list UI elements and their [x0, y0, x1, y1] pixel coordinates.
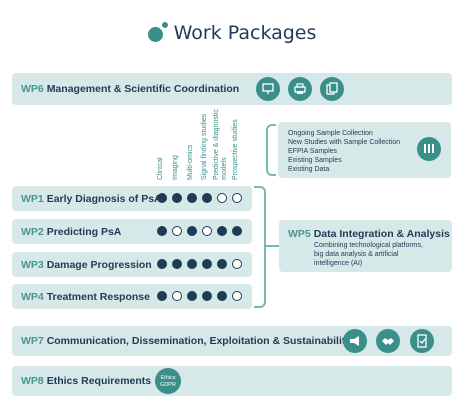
- column-imaging: Imaging: [172, 155, 179, 180]
- samples-bracket: [266, 124, 276, 176]
- wp5-box: WP5 Data Integration & Analysis Combinin…: [279, 220, 452, 272]
- documents-icon: [320, 77, 344, 101]
- wp2-label: WP2 Predicting PsA: [21, 226, 121, 238]
- wp8-label: WP8 Ethics Requirements: [21, 375, 151, 387]
- indicator-dot-filled: [202, 259, 212, 269]
- wp5-desc-line-2: big data analysis & artificial: [314, 251, 399, 258]
- wp5-name: Data Integration & Analysis: [313, 228, 450, 240]
- indicator-dot-filled: [172, 259, 182, 269]
- indicator-dot-filled: [217, 226, 227, 236]
- indicator-dot-empty: [232, 259, 242, 269]
- column-clinical: Clinical: [157, 157, 164, 180]
- indicator-dot-filled: [157, 193, 167, 203]
- page-title-text: Work Packages: [173, 22, 317, 44]
- sample-item-efpia: EFPIA Samples: [288, 148, 338, 155]
- indicator-dot-filled: [217, 259, 227, 269]
- wp7-label: WP7 Communication, Dissemination, Exploi…: [21, 335, 351, 347]
- sample-item-new-studies: New Studies with Sample Collection: [288, 139, 401, 146]
- wp3-name: Damage Progression: [46, 259, 152, 271]
- indicator-dot-empty: [172, 291, 182, 301]
- samples-list: Ongoing Sample Collection New Studies wi…: [288, 129, 400, 174]
- indicator-dot-filled: [157, 259, 167, 269]
- wp3-bar: WP3 Damage Progression: [12, 252, 252, 277]
- indicator-dot-filled: [157, 291, 167, 301]
- wp3-code: WP3: [21, 259, 44, 271]
- wp5-label: WP5 Data Integration & Analysis: [288, 228, 450, 240]
- wp6-bar: WP6 Management & Scientific Coordination: [12, 73, 452, 105]
- indicator-dot-empty: [202, 226, 212, 236]
- wp5-connector: [266, 245, 279, 247]
- samples-box: Ongoing Sample Collection New Studies wi…: [278, 122, 451, 178]
- page-title: Work Packages: [0, 22, 464, 44]
- wp7-bar: WP7 Communication, Dissemination, Exploi…: [12, 326, 452, 356]
- wp5-code: WP5: [288, 228, 311, 240]
- printer-icon: [288, 77, 312, 101]
- wp4-label: WP4 Treatment Response: [21, 291, 150, 303]
- presentation-icon: [256, 77, 280, 101]
- test-tubes-icon: [417, 137, 441, 161]
- logo-icon: [147, 22, 170, 42]
- column-prospective-studies: Prospective studies: [232, 119, 239, 180]
- wp1-name: Early Diagnosis of PsA: [46, 193, 162, 205]
- column-predictive-diagnostic-models: Predictive & diagnostic models: [213, 108, 229, 180]
- megaphone-icon: [343, 329, 367, 353]
- sample-item-existing-data: Existing Data: [288, 166, 330, 173]
- ethics-badge-line-2: GDPR: [160, 382, 176, 388]
- column-multi-omics: Multi-omics: [187, 144, 194, 180]
- indicator-dot-filled: [217, 291, 227, 301]
- wp2-bar: WP2 Predicting PsA: [12, 219, 252, 244]
- wp4-code: WP4: [21, 291, 44, 303]
- handshake-icon: [376, 329, 400, 353]
- sample-item-ongoing: Ongoing Sample Collection: [288, 130, 373, 137]
- indicator-dot-empty: [217, 193, 227, 203]
- indicator-dot-filled: [157, 226, 167, 236]
- wp1-bar: WP1 Early Diagnosis of PsA: [12, 186, 252, 211]
- indicator-dot-empty: [232, 193, 242, 203]
- wp6-code: WP6: [21, 83, 44, 95]
- indicator-dot-filled: [232, 226, 242, 236]
- wp8-name: Ethics Requirements: [46, 375, 152, 387]
- wp5-bracket: [254, 186, 266, 308]
- indicator-dot-filled: [187, 259, 197, 269]
- wp8-code: WP8: [21, 375, 44, 387]
- wp7-name: Communication, Dissemination, Exploitati…: [46, 335, 352, 347]
- wp7-code: WP7: [21, 335, 44, 347]
- wp8-bar: WP8 Ethics Requirements Ethics GDPR: [12, 366, 452, 396]
- indicator-dot-filled: [172, 193, 182, 203]
- wp6-label: WP6 Management & Scientific Coordination: [21, 83, 239, 95]
- indicator-dot-filled: [187, 291, 197, 301]
- indicator-dot-filled: [187, 193, 197, 203]
- indicator-dot-empty: [232, 291, 242, 301]
- column-predictive-text: Predictive & diagnostic models: [213, 109, 228, 180]
- wp2-name: Predicting PsA: [46, 226, 122, 238]
- wp5-desc-line-3: intelligence (AI): [314, 260, 363, 267]
- wp1-code: WP1: [21, 193, 44, 205]
- wp4-bar: WP4 Treatment Response: [12, 284, 252, 309]
- indicator-dot-filled: [187, 226, 197, 236]
- wp1-label: WP1 Early Diagnosis of PsA: [21, 193, 162, 205]
- document-check-icon: [410, 329, 434, 353]
- wp4-name: Treatment Response: [46, 291, 150, 303]
- sample-item-existing-samples: Existing Samples: [288, 157, 342, 164]
- wp3-label: WP3 Damage Progression: [21, 259, 152, 271]
- ethics-badge-line-1: Ethics: [160, 375, 176, 381]
- indicator-dot-filled: [202, 291, 212, 301]
- wp5-desc-line-1: Combining technological platforms,: [314, 242, 423, 249]
- ethics-gdpr-badge: Ethics GDPR: [155, 368, 181, 394]
- column-signal-finding-studies: Signal finding studies: [201, 113, 208, 180]
- wp2-code: WP2: [21, 226, 44, 238]
- indicator-dot-filled: [202, 193, 212, 203]
- wp5-description: Combining technological platforms, big d…: [314, 241, 423, 268]
- indicator-dot-empty: [172, 226, 182, 236]
- wp6-name: Management & Scientific Coordination: [46, 83, 240, 95]
